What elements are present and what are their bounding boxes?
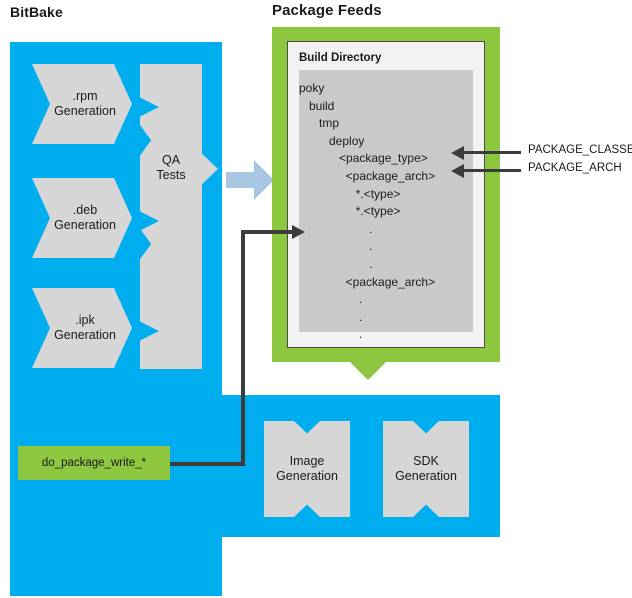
flow-arrow-right-icon xyxy=(226,160,274,200)
qa-tests-block[interactable] xyxy=(140,64,202,369)
package-classes-arrow-icon xyxy=(451,146,464,160)
package-feeds-pointer-icon xyxy=(350,362,386,380)
ipk-generation-block[interactable]: .ipk Generation xyxy=(32,288,132,368)
bitbake-title: BitBake xyxy=(10,4,63,20)
build-directory-label: Build Directory xyxy=(299,52,382,64)
package-feeds-title: Package Feeds xyxy=(272,2,382,19)
connector-segment-horizontal-lower xyxy=(168,462,245,466)
image-generation-block[interactable]: Image Generation xyxy=(264,421,350,517)
qa-tests-label: QA Tests xyxy=(156,153,186,182)
do-package-write-label: do_package_write_* xyxy=(41,457,147,469)
connector-segment-horizontal-upper xyxy=(241,230,294,234)
sdk-generation-block[interactable]: SDK Generation xyxy=(383,421,469,517)
package-classes-label: PACKAGE_CLASSES xyxy=(528,144,632,156)
rpm-generation-label: .rpm Generation xyxy=(54,89,116,118)
package-arch-label: PACKAGE_ARCH xyxy=(528,162,622,174)
directory-tree-listing: poky build tmp deploy <package_type> <pa… xyxy=(299,81,436,342)
package-classes-arrow-shaft xyxy=(463,151,521,154)
package-arch-arrow-icon xyxy=(451,164,464,178)
sdk-generation-label: SDK Generation xyxy=(395,454,457,483)
image-generation-label: Image Generation xyxy=(276,454,338,483)
deb-generation-label: .deb Generation xyxy=(54,203,116,232)
directory-listing-background xyxy=(299,70,473,332)
connector-arrow-head-icon xyxy=(292,225,305,239)
package-arch-arrow-shaft xyxy=(463,169,521,172)
connector-segment-vertical xyxy=(241,230,245,466)
do-package-write-task[interactable]: do_package_write_* xyxy=(18,446,170,480)
ipk-generation-label: .ipk Generation xyxy=(54,313,116,342)
